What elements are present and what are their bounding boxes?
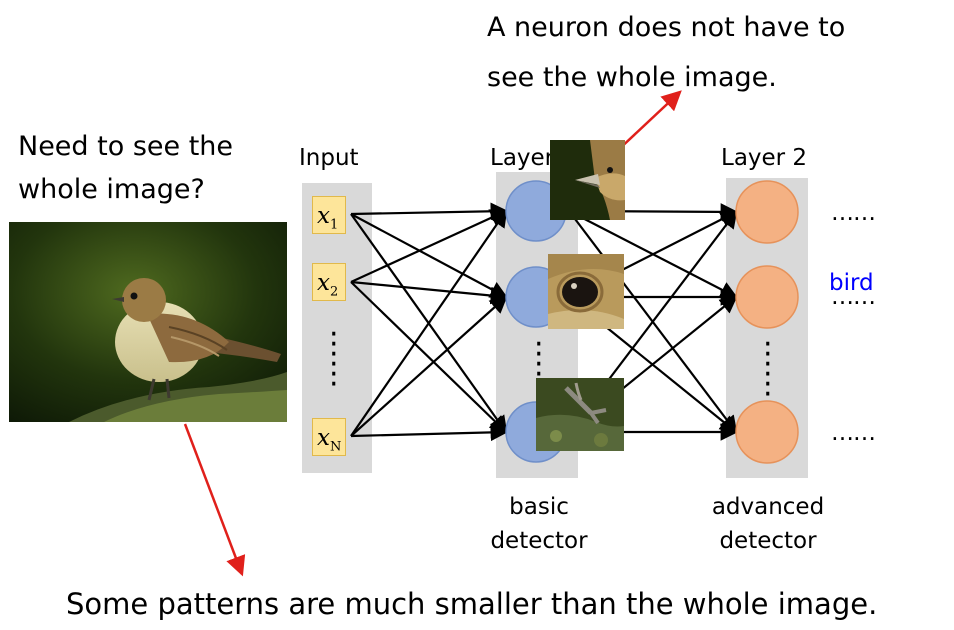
advanced-detector-line2: detector <box>719 528 817 554</box>
red-arrow-bottom <box>183 423 246 577</box>
input-xN: xN <box>312 418 346 456</box>
bird-label: bird <box>829 270 874 296</box>
input-subscript: 2 <box>329 284 339 300</box>
layer2-node <box>735 400 799 464</box>
input-x1: x1 <box>312 196 346 234</box>
input-symbol: x <box>317 270 330 296</box>
left-question-line1: Need to see the <box>18 131 234 162</box>
layer2-node <box>735 265 799 329</box>
advanced-detector-label: advanced detector <box>698 490 838 558</box>
top-note-line2: see the whole image. <box>487 62 777 93</box>
ellipsis-middle: …… <box>831 284 876 310</box>
beak-patch-image <box>550 140 625 220</box>
basic-detector-line1: basic <box>509 494 569 520</box>
input-label: Input <box>299 145 359 171</box>
left-question-line2: whole image? <box>18 174 205 205</box>
input-symbol: x <box>317 425 330 451</box>
layer2-vertical-dots: ······ <box>763 327 773 412</box>
layer2-label: Layer 2 <box>721 145 808 171</box>
layer2-node <box>735 180 799 244</box>
claw-patch-image <box>536 378 624 451</box>
eye-patch-image <box>548 254 624 329</box>
bird-photo <box>9 222 287 422</box>
input-vertical-dots: ······ <box>329 317 339 402</box>
ellipsis-top: …… <box>831 200 876 226</box>
top-note-line1: A neuron does not have to <box>487 12 846 43</box>
input-subscript: N <box>329 439 342 455</box>
input-to-layer1-connections <box>350 202 509 442</box>
input-symbol: x <box>317 203 330 229</box>
input-x2: x2 <box>312 263 346 301</box>
ellipsis-bottom: …… <box>831 420 876 446</box>
bottom-note: Some patterns are much smaller than the … <box>66 587 878 621</box>
red-arrow-top <box>615 90 682 153</box>
advanced-detector-line1: advanced <box>711 494 825 520</box>
basic-detector-line2: detector <box>490 528 588 554</box>
input-subscript: 1 <box>329 217 339 233</box>
basic-detector-label: basic detector <box>484 490 594 558</box>
